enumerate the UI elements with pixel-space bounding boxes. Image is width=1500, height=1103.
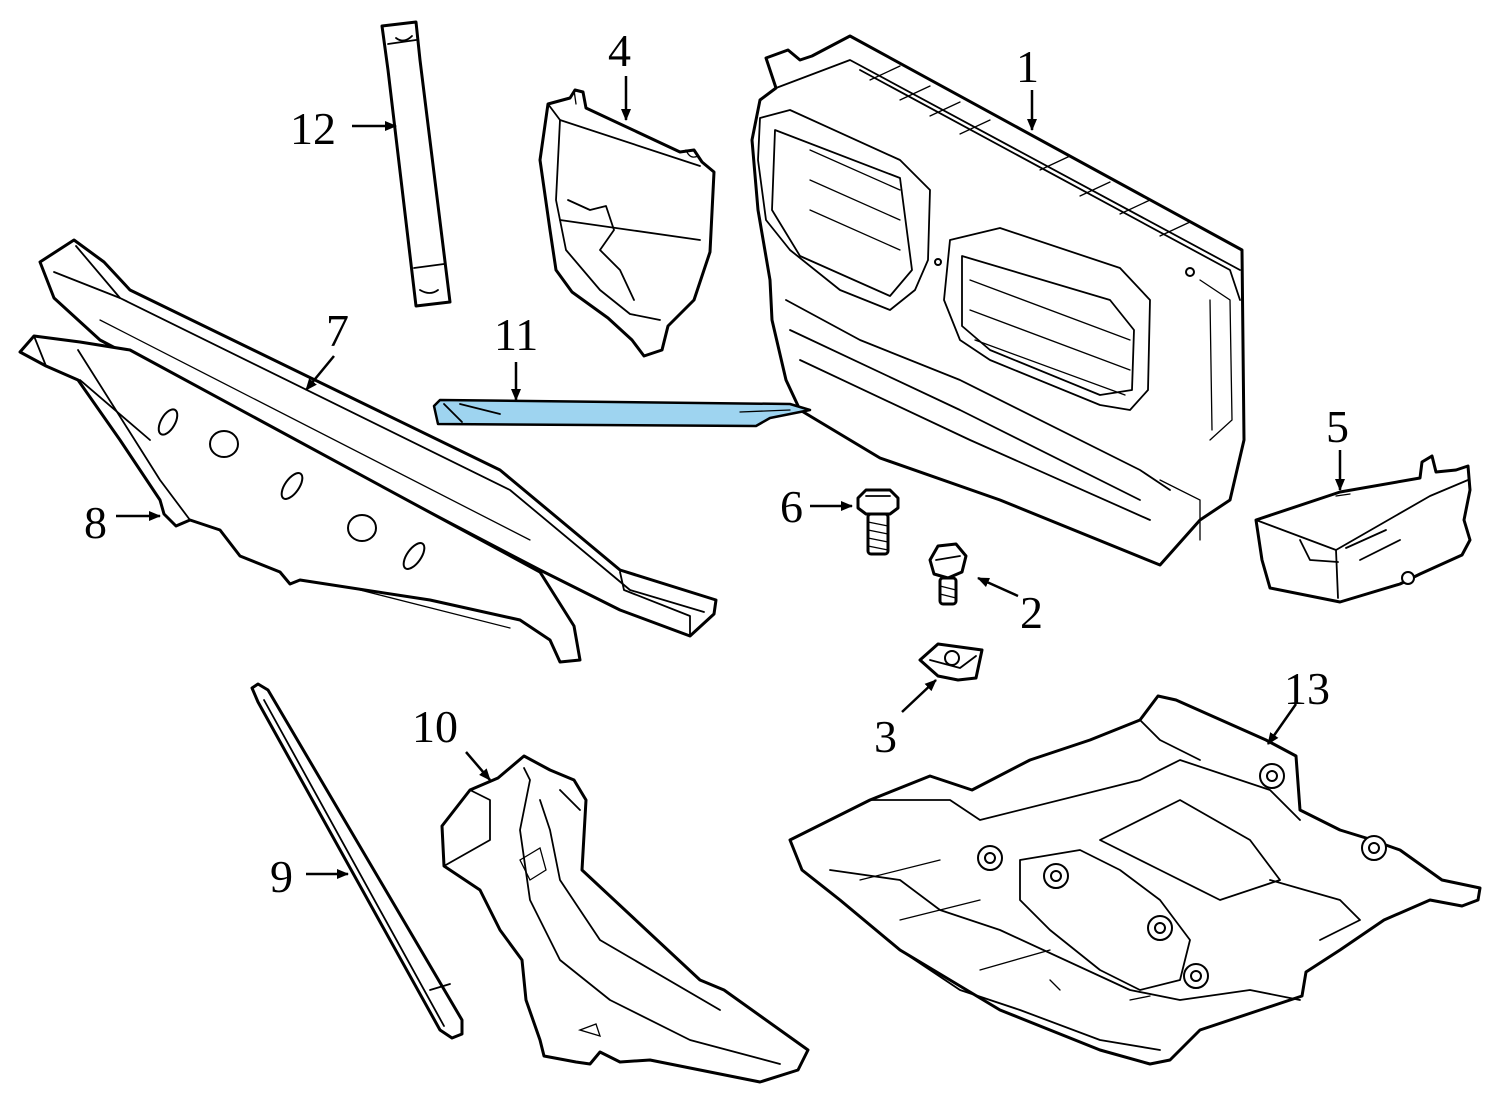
part-6-bolt[interactable] (856, 488, 900, 556)
callout-1[interactable]: 1 (1016, 41, 1039, 92)
callout-13[interactable]: 13 (1284, 663, 1330, 714)
part-8-shield-panel[interactable] (18, 334, 582, 664)
callout-3[interactable]: 3 (874, 711, 897, 762)
callout-6[interactable]: 6 (780, 481, 803, 532)
part-2-bolt[interactable] (928, 542, 968, 606)
part-1-grille-frame[interactable] (750, 34, 1246, 567)
callout-8[interactable]: 8 (84, 497, 107, 548)
callout-12[interactable]: 12 (290, 103, 336, 154)
part-11-seal-strip[interactable] (432, 398, 812, 428)
callout-5[interactable]: 5 (1326, 401, 1349, 452)
part-5-bracket[interactable] (1254, 454, 1472, 604)
callout-9[interactable]: 9 (270, 851, 293, 902)
callout-arrows (116, 76, 1345, 879)
callout-2[interactable]: 2 (1020, 587, 1043, 638)
part-12-strut[interactable] (380, 20, 452, 308)
part-3-clip-nut[interactable] (918, 642, 984, 682)
callout-11[interactable]: 11 (494, 309, 538, 360)
mount-holes (977, 763, 1387, 989)
part-9-rod[interactable] (250, 682, 464, 1040)
callout-10[interactable]: 10 (412, 701, 458, 752)
callout-7[interactable]: 7 (326, 305, 349, 356)
part-10-side-bracket[interactable] (440, 754, 810, 1084)
part-13-underbody-shield[interactable] (788, 694, 1482, 1066)
part-4-air-duct[interactable] (538, 88, 716, 358)
callout-4[interactable]: 4 (608, 25, 631, 76)
callout-labels: 1 2 3 4 5 6 7 8 9 10 11 12 13 (84, 25, 1349, 902)
